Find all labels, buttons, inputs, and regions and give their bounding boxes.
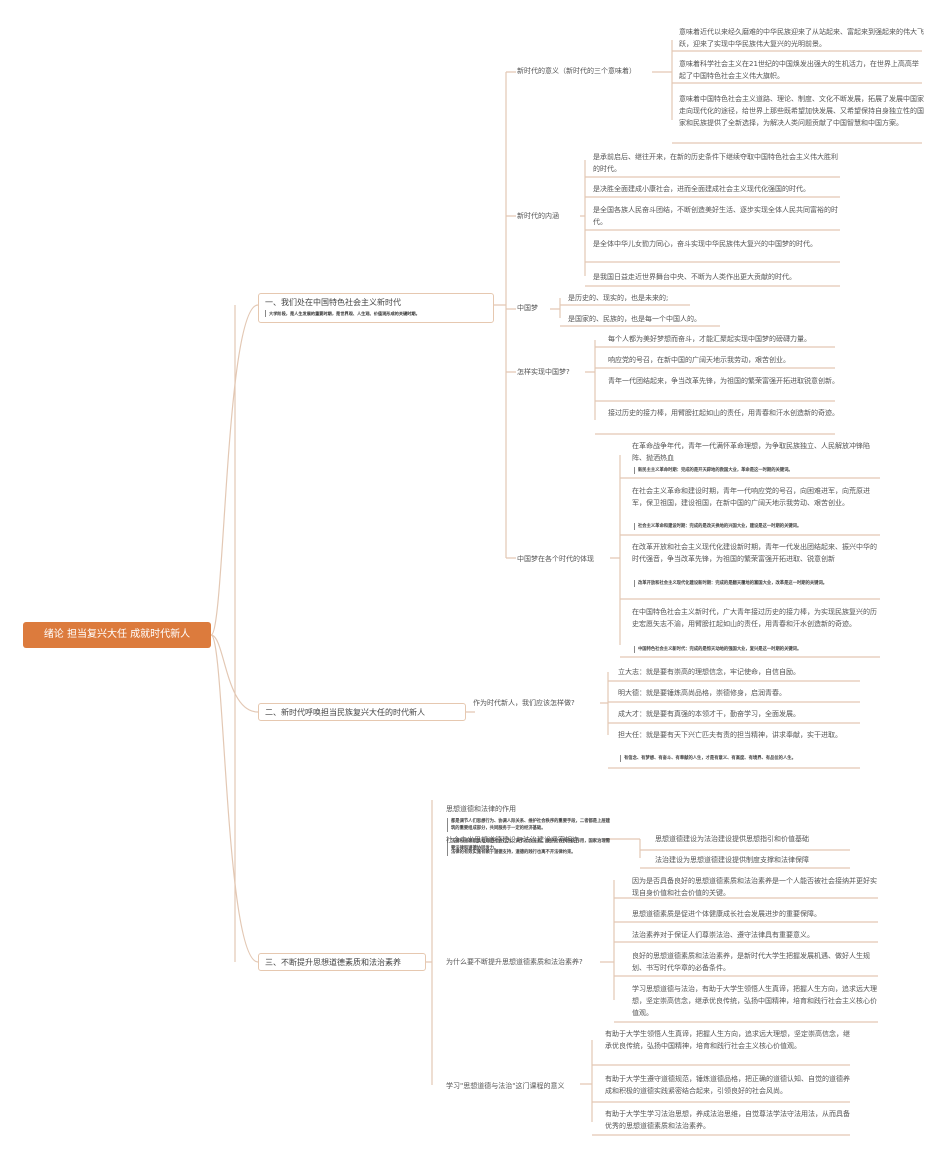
branch-2-title: 二、新时代呼唤担当民族复兴大任的时代新人 — [265, 708, 425, 717]
branch-1-note: 大学阶段，是人生发展的重要时期，是世界观、人生观、价值观形成的关键时期。 — [265, 310, 487, 317]
branch-2[interactable]: 二、新时代呼唤担当民族复兴大任的时代新人 — [258, 703, 466, 721]
root-topic[interactable]: 绪论 担当复兴大任 成就时代新人 — [23, 622, 211, 648]
meaning-item[interactable]: 意味着科学社会主义在21世纪的中国焕发出强大的生机活力，在世界上高高举起了中国特… — [679, 60, 919, 80]
b2-note: 有信念、有梦想、有奋斗、有奉献的人生，才是有意义、有高度、有境界、有品位的人生。 — [620, 755, 864, 762]
branch-1-title: 一、我们处在中国特色社会主义新时代 — [265, 298, 401, 307]
branch-3[interactable]: 三、不断提升思想道德素质和法治素养 — [258, 953, 426, 971]
b2-question[interactable]: 作为时代新人，我们应该怎样做? — [473, 699, 575, 707]
b2-item[interactable]: 明大德：就是要锤炼高尚品格，崇德修身，启润青春。 — [618, 689, 786, 697]
howto-item[interactable]: 青年一代团结起来，争当改革先锋，为祖国的繁荣富强开拓进取锐意创新。 — [608, 377, 839, 385]
dream-item[interactable]: 是国家的、民族的，也是每一个中国人的。 — [568, 315, 701, 323]
why-item[interactable]: 因为是否具备良好的思想道德素质和法治素养是一个人能否被社会接纳并更好实现自身价值… — [632, 877, 877, 897]
relation-item[interactable]: 法治建设为思想道德建设提供制度支撑和法律保障 — [655, 856, 809, 864]
relation-note: 法律的有效实施有赖于道德支持，道德的践行也离不开法律约束。 — [447, 849, 621, 856]
relation-label[interactable]: 社会主义思想道德建设与法治建设紧密相连 — [446, 836, 579, 844]
role-note-1: 都是调节人们思想行为、协调人际关系、维护社会秩序的重要手段，二者都是上层建筑的重… — [447, 818, 611, 832]
course-item[interactable]: 有助于大学生遵守道德规范，锤炼道德品格，把正确的道德认知、自觉的道德养成和积极的… — [605, 1075, 850, 1095]
role-note-2: 法律和道德都具有规范社会行为、调节社会关系、维护社会秩序的作用，国家治理需要法律… — [447, 838, 611, 852]
connotation-item[interactable]: 是全国各族人民奋斗团结，不断创造美好生活、逐步实现全体人民共同富裕的时代。 — [593, 206, 838, 226]
howto-item[interactable]: 接过历史的接力棒，用臂膀扛起如山的责任，用青春和汗水创造新的奇迹。 — [608, 409, 839, 417]
branch-3-title: 三、不断提升思想道德素质和法治素养 — [265, 958, 401, 967]
why-item[interactable]: 学习思想道德与法治，有助于大学生领悟人生真谛，把握人生方向，追求远大理想，坚定崇… — [632, 985, 877, 1017]
connotation-item[interactable]: 是全体中华儿女勠力同心，奋斗实现中华民族伟大复兴的中国梦的时代。 — [593, 240, 817, 248]
era-item[interactable]: 在改革开放和社会主义现代化建设新时期，青年一代发出团结起来、振兴中华的时代强音，… — [632, 543, 877, 563]
era-note: 改革开放和社会主义现代化建设新时期：完成的是翻天覆地的富国大业，改革是这一时期的… — [634, 580, 878, 587]
meaning-item[interactable]: 意味着近代以来经久磨难的中华民族迎来了从站起来、富起来到强起来的伟大飞跃，迎来了… — [679, 28, 924, 48]
relation-item[interactable]: 思想道德建设为法治建设提供思想指引和价值基础 — [655, 835, 809, 843]
era-note: 中国特色社会主义新时代：完成的是惊天动地的强国大业，复兴是这一时期的关键词。 — [634, 646, 878, 653]
course-item[interactable]: 有助于大学生学习法治思想，养成法治思维，自觉尊法学法守法用法，从而具备优秀的思想… — [605, 1110, 850, 1130]
branch-1[interactable]: 一、我们处在中国特色社会主义新时代 大学阶段，是人生发展的重要时期，是世界观、人… — [258, 293, 494, 323]
why-item[interactable]: 思想道德素质是促进个体健康成长社会发展进步的重要保障。 — [632, 910, 821, 918]
meaning-item[interactable]: 意味着中国特色社会主义道路、理论、制度、文化不断发展，拓展了发展中国家走向现代化… — [679, 95, 924, 127]
howto-item[interactable]: 响应党的号召，在新中国的广阔天地示我劳动，艰苦创业。 — [608, 356, 790, 364]
why-item[interactable]: 良好的思想道德素质和法治素养，是新时代大学生把握发展机遇、做好人生规划、书写时代… — [632, 952, 870, 972]
era-item[interactable]: 在中国特色社会主义新时代，广大青年接过历史的接力棒，为实现民族复兴的历史宏愿矢志… — [632, 608, 877, 628]
b2-item[interactable]: 立大志：就是要有崇高的理想信念，牢记使命，自信自励。 — [618, 668, 800, 676]
era-note: 社会主义革命和建设时期：完成的是改天换地的兴国大业，建设是这一时期的关键词。 — [634, 523, 878, 530]
howto-item[interactable]: 每个人都为美好梦想而奋斗，才能汇聚起实现中国梦的磅礴力量。 — [608, 335, 811, 343]
eras-label[interactable]: 中国梦在各个时代的体现 — [517, 555, 594, 563]
why-label[interactable]: 为什么要不断提升思想道德素质和法治素养? — [446, 958, 583, 966]
howto-label[interactable]: 怎样实现中国梦? — [517, 368, 570, 376]
era-note: 新民主主义革命时期：完成的是开天辟地的救国大业，革命是这一时期的关键词。 — [634, 467, 878, 474]
b2-item[interactable]: 成大才：就是要有真强的本领才干，勤奋学习，全面发展。 — [618, 710, 800, 718]
connotation-label[interactable]: 新时代的内涵 — [517, 212, 559, 220]
course-item[interactable]: 有助于大学生领悟人生真谛，把握人生方向，追求远大理想，坚定崇高信念，继承优良传统… — [605, 1030, 850, 1050]
course-label[interactable]: 学习"思想道德与法治"这门课程的意义 — [446, 1082, 565, 1090]
connotation-item[interactable]: 是决胜全面建成小康社会，进而全面建成社会主义现代化强国的时代。 — [593, 185, 810, 193]
era-item[interactable]: 在社会主义革命和建设时期，青年一代响应党的号召，向困难进军，向荒原进军，保卫祖国… — [632, 487, 870, 507]
meaning-label[interactable]: 新时代的意义（新时代的三个意味着） — [517, 67, 636, 75]
why-item[interactable]: 法治素养对于保证人们尊崇法治、遵守法律具有重要意义。 — [632, 931, 814, 939]
connotation-item[interactable]: 是承前启后、继往开来，在新的历史条件下继续夺取中国特色社会主义伟大胜利的时代。 — [593, 153, 838, 173]
dream-item[interactable]: 是历史的、现实的，也是未来的; — [568, 294, 669, 302]
dream-label[interactable]: 中国梦 — [517, 304, 538, 312]
role-label[interactable]: 思想道德和法律的作用 — [446, 805, 516, 813]
b2-item[interactable]: 担大任：就是要有天下兴亡匹夫有责的担当精神，讲求奉献，实干进取。 — [618, 731, 842, 739]
connotation-item[interactable]: 是我国日益走近世界舞台中央、不断为人类作出更大贡献的时代。 — [593, 273, 796, 281]
era-item[interactable]: 在革命战争年代，青年一代满怀革命理想，为争取民族独立、人民解放冲锋陷阵、抛洒热血 — [632, 442, 870, 462]
